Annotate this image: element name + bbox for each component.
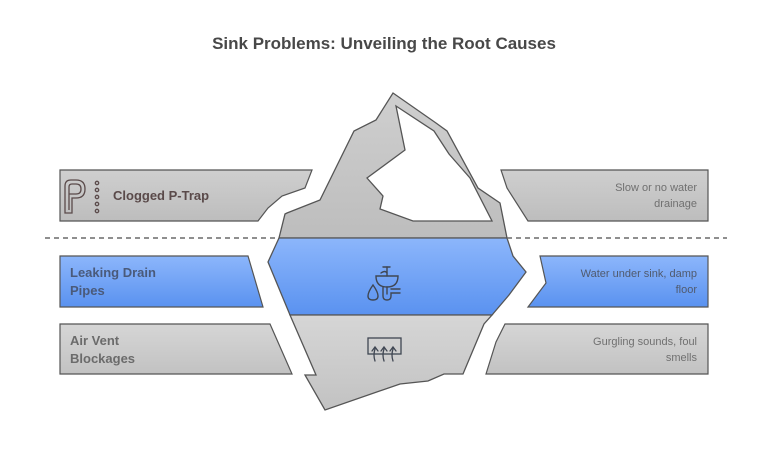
cause-label-clogged-p-trap: Clogged P-Trap (113, 188, 210, 203)
cause-panel-air-vent-blockages (59, 323, 293, 375)
cause-label-leaking-drain-pipes: Leaking Drain Pipes (70, 264, 220, 300)
cause-label-line: Pipes (70, 283, 105, 298)
symptom-panel-gurgling (485, 323, 709, 375)
symptom-label-line: Slow or no water (615, 182, 697, 194)
symptom-label-line: Water under sink, damp (580, 268, 697, 280)
symptom-panel-slow-drainage (500, 169, 709, 222)
p-trap-icon (64, 179, 100, 214)
cause-label-line: Leaking Drain (70, 265, 156, 280)
cause-panel-leaking-drain-pipes (59, 255, 264, 308)
symptom-panel-water-under-sink (526, 255, 709, 308)
symptom-label-line: smells (665, 352, 697, 364)
cause-label-air-vent-blockages: Air Vent Blockages (70, 332, 220, 368)
iceberg-submerged-base (289, 314, 494, 411)
air-vent-icon (367, 337, 402, 362)
symptom-label-water-under-sink: Water under sink, damp floor (540, 266, 697, 298)
symptom-label-gurgling: Gurgling sounds, foul smells (540, 334, 697, 366)
cause-panel-clogged-p-trap (59, 169, 313, 222)
symptom-label-slow-drainage: Slow or no water drainage (540, 180, 697, 212)
cause-label-line: Blockages (70, 351, 136, 366)
symptom-label-line: drainage (654, 198, 697, 210)
diagram-title: Sink Problems: Unveiling the Root Causes (212, 34, 556, 53)
cause-label-line: Air Vent (70, 333, 120, 348)
iceberg-snow-face (366, 104, 494, 222)
symptom-label-line: floor (675, 284, 697, 296)
symptom-label-line: Gurgling sounds, foul (593, 336, 697, 348)
sink-leak-icon (367, 266, 401, 301)
